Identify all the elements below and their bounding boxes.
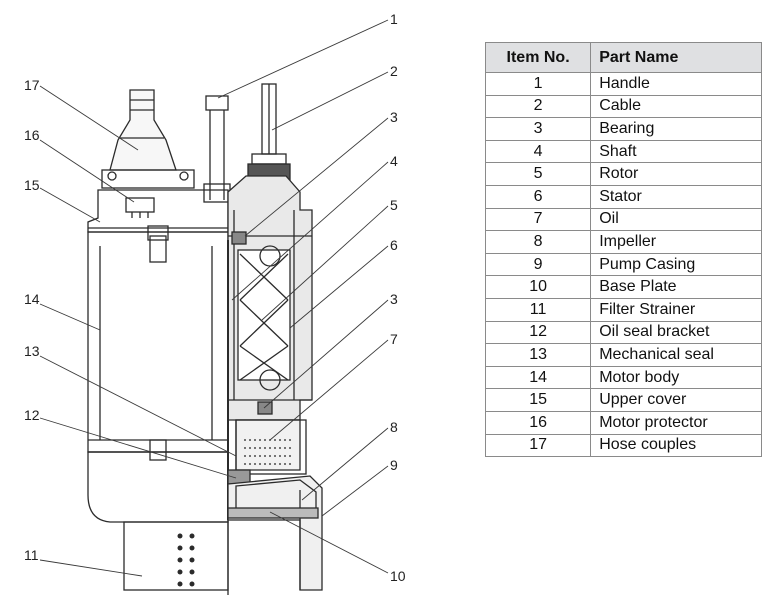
- part-name-cell: Bearing: [590, 117, 762, 141]
- callout-4: 4: [390, 153, 398, 169]
- callout-9: 9: [390, 457, 398, 473]
- item-no-cell: 15: [484, 388, 592, 412]
- callout-8: 8: [390, 419, 398, 435]
- part-name-cell: Shaft: [590, 139, 762, 164]
- callout-17: 17: [24, 77, 40, 93]
- item-no-cell: 8: [484, 230, 592, 254]
- callout-leader-lines: [39, 19, 389, 577]
- handle: [203, 95, 231, 203]
- item-no-cell: 3: [484, 117, 592, 141]
- header-part-name: Part Name: [590, 42, 762, 73]
- item-no-cell: 9: [484, 252, 592, 277]
- item-no-cell: 16: [484, 410, 592, 435]
- part-name-cell: Filter Strainer: [590, 297, 762, 322]
- item-no-cell: 5: [484, 162, 592, 186]
- item-no-cell: 7: [484, 207, 592, 232]
- base-plate: [227, 507, 319, 519]
- callout-7: 7: [390, 331, 398, 347]
- item-no-cell: 10: [484, 275, 592, 299]
- callout-5: 5: [390, 197, 398, 213]
- table-header-row: Item No. Part Name: [484, 42, 762, 73]
- motor-body: [87, 231, 229, 461]
- callout-1: 1: [390, 11, 398, 27]
- callout-2: 2: [390, 63, 398, 79]
- oil-chamber: [235, 419, 307, 475]
- part-name-cell: Motor protector: [590, 410, 762, 435]
- callout-12: 12: [24, 407, 40, 423]
- hose-coupling: [101, 89, 195, 189]
- pump-cross-section-diagram: 1 2 3 4 5 6 3 7 8 9 10 11 12 13 14 15 16…: [24, 11, 406, 595]
- item-no-cell: 6: [484, 184, 592, 209]
- part-name-cell: Hose couples: [590, 433, 762, 458]
- item-no-cell: 1: [484, 72, 592, 96]
- part-name-cell: Mechanical seal: [590, 343, 762, 367]
- callout-13: 13: [24, 343, 40, 359]
- pump-lower-body: [87, 451, 229, 595]
- bearing-lower: [257, 401, 273, 415]
- callout-6: 6: [390, 237, 398, 253]
- header-item-no: Item No.: [484, 42, 592, 73]
- item-no-cell: 12: [484, 320, 592, 345]
- callout-11: 11: [24, 547, 39, 563]
- part-name-cell: Motor body: [590, 365, 762, 390]
- part-name-cell: Stator: [590, 184, 762, 209]
- callout-14: 14: [24, 291, 40, 307]
- bearing-upper: [231, 231, 247, 245]
- item-no-cell: 11: [484, 297, 592, 322]
- item-no-cell: 2: [484, 94, 592, 119]
- part-name-cell: Rotor: [590, 162, 762, 186]
- filter-strainer: [123, 521, 229, 591]
- item-no-cell: 17: [484, 433, 592, 458]
- callout-3-upper: 3: [390, 109, 398, 125]
- part-name-cell: Handle: [590, 72, 762, 96]
- callout-10: 10: [390, 568, 406, 584]
- part-name-cell: Oil seal bracket: [590, 320, 762, 345]
- pump-casing: [227, 475, 323, 591]
- part-name-cell: Base Plate: [590, 275, 762, 299]
- motor-protector: [125, 197, 155, 218]
- item-no-cell: 13: [484, 343, 592, 367]
- item-no-cell: 4: [484, 139, 592, 164]
- part-name-cell: Oil: [590, 207, 762, 232]
- callout-3-lower: 3: [390, 291, 398, 307]
- callout-16: 16: [24, 127, 40, 143]
- part-name-cell: Cable: [590, 94, 762, 119]
- part-name-cell: Upper cover: [590, 388, 762, 412]
- item-no-cell: 14: [484, 365, 592, 390]
- part-name-cell: Pump Casing: [590, 252, 762, 277]
- part-name-cell: Impeller: [590, 230, 762, 254]
- callout-15: 15: [24, 177, 40, 193]
